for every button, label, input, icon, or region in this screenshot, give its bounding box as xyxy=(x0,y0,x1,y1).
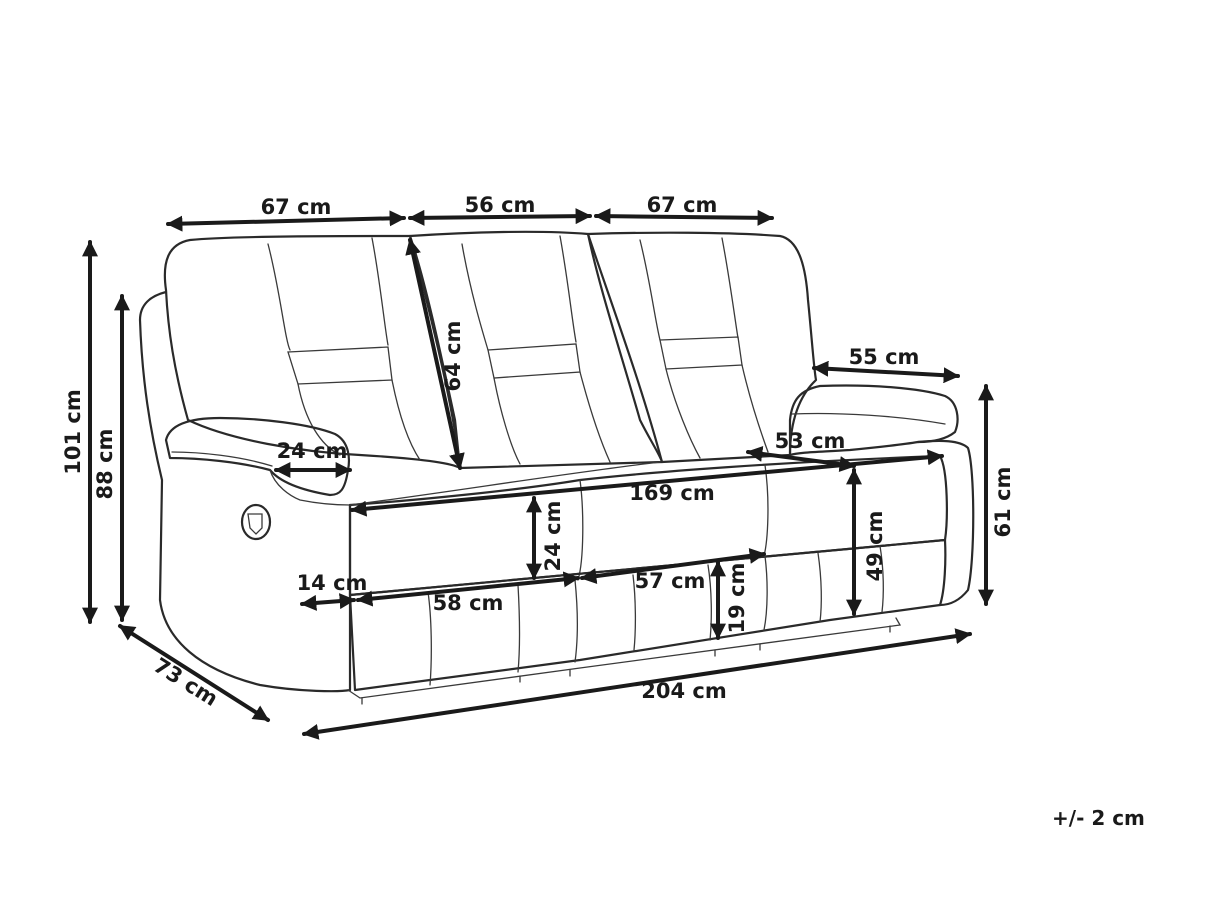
footrest xyxy=(348,538,947,692)
recliner-lever-icon xyxy=(240,503,272,541)
label-cushion-thickness: 24 cm xyxy=(541,501,565,572)
label-seat-left-width: 67 cm xyxy=(261,195,332,219)
armrest-depth-arrow xyxy=(812,360,960,384)
label-back-height: 88 cm xyxy=(93,429,117,500)
seat-left-width-arrow xyxy=(166,210,406,232)
footrest-middle-arrow xyxy=(580,547,766,585)
right-side-panel xyxy=(916,439,975,607)
label-backrest-height: 64 cm xyxy=(441,321,465,392)
label-seat-height: 49 cm xyxy=(863,511,887,582)
label-armrest-width: 24 cm xyxy=(277,439,348,463)
total-width-arrow xyxy=(302,628,972,740)
arm-side-width-arrow xyxy=(300,593,356,611)
label-armrest-depth: 55 cm xyxy=(849,345,920,369)
dimension-arrows xyxy=(82,208,994,740)
dimension-labels: 67 cm 56 cm 67 cm 101 cm 88 cm 64 cm 55 … xyxy=(61,193,1015,711)
label-arm-side-width: 14 cm xyxy=(297,571,368,595)
back-cushion-right xyxy=(586,231,818,464)
depth-arrow xyxy=(118,624,270,722)
label-seat-width-total: 169 cm xyxy=(629,481,714,505)
label-seat-middle-width: 56 cm xyxy=(465,193,536,217)
label-seat-depth: 53 cm xyxy=(775,429,846,453)
label-arm-height: 61 cm xyxy=(991,467,1015,538)
label-total-width: 204 cm xyxy=(641,679,726,703)
label-total-height: 101 cm xyxy=(61,389,85,474)
label-footrest-middle: 57 cm xyxy=(635,569,706,593)
label-leg-height: 19 cm xyxy=(725,563,749,634)
label-footrest-left: 58 cm xyxy=(433,591,504,615)
seat-right-width-arrow xyxy=(594,208,774,226)
tolerance-note: +/- 2 cm xyxy=(1052,806,1145,830)
label-seat-right-width: 67 cm xyxy=(647,193,718,217)
seat-width-total-arrow xyxy=(350,449,944,517)
seat-middle-width-arrow xyxy=(408,208,592,226)
sofa-drawing xyxy=(138,230,975,705)
backrest-height-arrow xyxy=(405,238,465,470)
footrest-left-arrow xyxy=(356,571,580,607)
left-side-panel xyxy=(138,290,352,693)
